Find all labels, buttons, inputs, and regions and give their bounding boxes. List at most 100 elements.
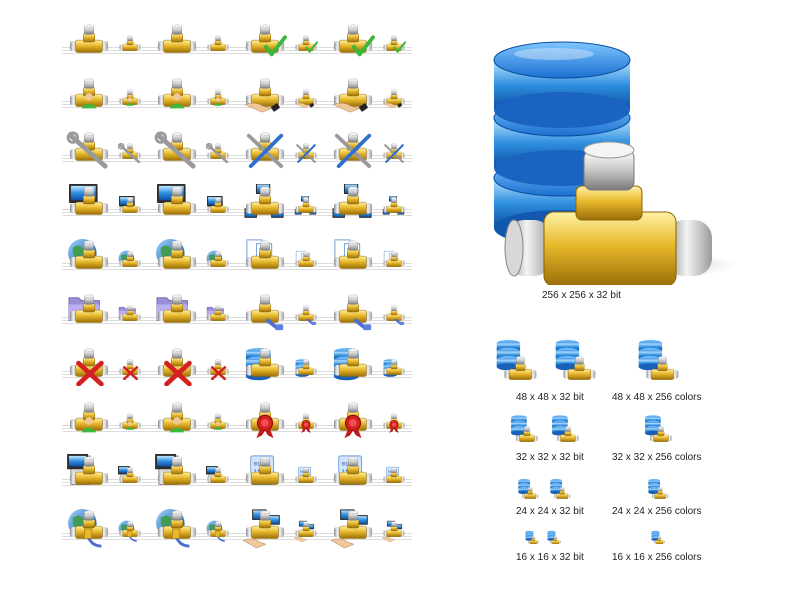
pipe-wrench-icon [117, 142, 142, 166]
pipe-monitor-icon [154, 184, 200, 224]
pipe-wrench-icon [66, 130, 112, 170]
database-pipe-icon [492, 338, 540, 391]
pipe-folder-icon [206, 304, 230, 328]
pipe-monitor-icon [206, 196, 230, 220]
pipe-user-green-icon [66, 400, 112, 440]
pipe-hand-icon [242, 76, 288, 116]
icon-cell [326, 74, 414, 118]
pipe-icon [206, 34, 230, 58]
pipe-network-hand-icon [242, 508, 288, 549]
pipe-user-icon [66, 76, 112, 116]
icon-cell [62, 452, 150, 496]
pipe-certificate-icon [382, 412, 406, 436]
icon-cell [326, 236, 414, 280]
pipe-database-icon [294, 358, 318, 382]
pipe-certificate-icon [330, 400, 376, 440]
icon-row [62, 128, 412, 172]
pipe-user-icon [206, 88, 230, 112]
pipe-icon [66, 22, 112, 62]
pipe-network-icon [330, 183, 376, 224]
pipe-network-icon [294, 195, 318, 220]
pipe-tools-icon [242, 130, 288, 170]
icon-cell [62, 20, 150, 64]
icon-row [62, 398, 412, 442]
pipe-plug-icon [242, 292, 288, 333]
pipe-monitor-icon [66, 184, 112, 224]
pipe-network-icon [382, 195, 406, 220]
pipe-hand-icon [382, 88, 406, 112]
pipe-hand-icon [294, 88, 318, 112]
size-label-32bit: 24 x 24 x 32 bit [516, 506, 584, 517]
pipe-documents-icon [242, 238, 288, 278]
pipe-check-icon [382, 34, 406, 58]
pipe-binary-icon [294, 466, 318, 490]
icon-cell [150, 182, 238, 226]
pipe-monitor-icon [118, 196, 142, 220]
database-pipe-icon [634, 338, 682, 391]
icon-cell [150, 128, 238, 172]
size-label-256colors: 32 x 32 x 256 colors [612, 452, 702, 463]
pipe-plug-icon [294, 304, 318, 328]
icon-cell [62, 236, 150, 280]
size-label-256colors: 48 x 48 x 256 colors [612, 392, 702, 403]
icon-cell [326, 182, 414, 226]
icon-cell [238, 344, 326, 388]
icon-cell [62, 290, 150, 334]
icon-cell [238, 20, 326, 64]
database-pipe-icon [549, 414, 581, 451]
icon-row [62, 290, 412, 334]
pipe-globe-icon [206, 250, 230, 274]
size-label-32bit: 48 x 48 x 32 bit [516, 392, 584, 403]
database-pipe-icon [646, 478, 670, 507]
icon-cell [238, 398, 326, 442]
pipe-globe-icon [66, 238, 112, 278]
pipe-binary-icon [242, 454, 288, 494]
pipe-icon [118, 34, 142, 58]
pipe-check-icon [330, 22, 376, 62]
pipe-folder-icon [118, 304, 142, 328]
pipe-documents-icon [294, 250, 318, 274]
pipe-network-hand-icon [293, 520, 318, 544]
pipe-database-icon [330, 346, 376, 386]
icon-row [62, 20, 412, 64]
pipe-documents-icon [330, 238, 376, 278]
pipe-icon [154, 22, 200, 62]
pipe-certificate-icon [294, 412, 318, 436]
database-pipe-icon [524, 530, 540, 551]
icon-cell [150, 290, 238, 334]
pipe-server-icon [66, 453, 112, 494]
pipe-globe-icon [118, 250, 142, 274]
icon-row [62, 182, 412, 226]
pipe-tools-icon [294, 142, 318, 166]
icon-cell [326, 398, 414, 442]
pipe-database-icon [242, 346, 288, 386]
pipe-database-icon [382, 358, 406, 382]
icon-cell [62, 182, 150, 226]
pipe-network-hand-icon [381, 520, 406, 544]
pipe-user-icon [154, 76, 200, 116]
pipe-server-icon [205, 465, 230, 490]
icon-cell [326, 452, 414, 496]
size-label-32bit: 32 x 32 x 32 bit [516, 452, 584, 463]
pipe-delete-icon [206, 358, 230, 382]
pipe-delete-icon [154, 346, 200, 386]
preview-caption: 256 x 256 x 32 bit [542, 290, 621, 301]
pipe-globe-cable-icon [154, 508, 200, 548]
pipe-network-icon [242, 183, 288, 224]
pipe-plug-icon [330, 292, 376, 333]
database-pipe-icon [546, 530, 562, 551]
icon-cell [238, 506, 326, 550]
pipe-wrench-icon [205, 142, 230, 166]
pipe-user-green-icon [154, 400, 200, 440]
pipe-hand-icon [330, 76, 376, 116]
pipe-user-icon [118, 88, 142, 112]
size-label-256colors: 24 x 24 x 256 colors [612, 506, 702, 517]
icon-cell [150, 398, 238, 442]
icon-cell [238, 290, 326, 334]
icon-cell [150, 20, 238, 64]
pipe-user-green-icon [118, 412, 142, 436]
database-pipe-large-icon [493, 41, 736, 287]
database-pipe-icon [548, 478, 572, 507]
pipe-globe-cable-icon [206, 520, 230, 544]
pipe-tools-icon [330, 130, 376, 170]
